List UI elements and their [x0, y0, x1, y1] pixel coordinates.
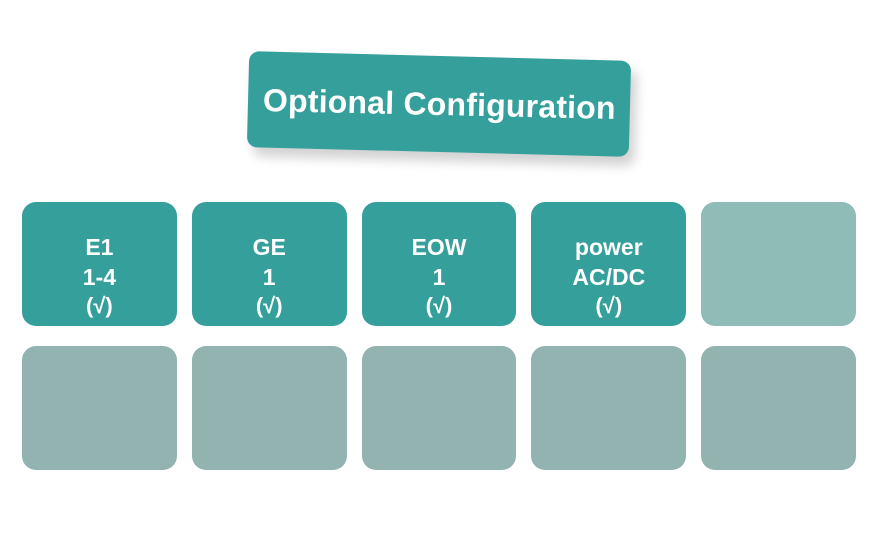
config-card-2-1-blank[interactable] — [22, 346, 177, 470]
card-line-3: (√) — [595, 293, 623, 318]
config-card-1-1-e1[interactable]: E1 1-4 (√) — [22, 202, 177, 326]
config-card-1-3-eow[interactable]: EOW 1 (√) — [361, 202, 517, 326]
card-line-2: AC/DC — [572, 264, 646, 290]
page-title: Optional Configuration — [262, 81, 616, 126]
card-row-2 — [22, 346, 856, 470]
card-line-2: 1 — [432, 264, 446, 290]
config-card-1-5-blank[interactable] — [701, 202, 856, 326]
card-line-1: EOW — [411, 234, 467, 260]
card-line-3: (√) — [86, 293, 113, 318]
title-banner: Optional Configuration — [246, 51, 632, 157]
card-line-2: 1 — [262, 264, 276, 290]
config-card-1-2-ge[interactable]: GE 1 (√) — [191, 202, 347, 326]
card-line-3: (√) — [255, 293, 283, 318]
config-card-2-3-blank[interactable] — [361, 346, 517, 470]
config-card-2-2-blank[interactable] — [191, 346, 347, 470]
card-line-1: GE — [252, 234, 286, 260]
card-line-1: E1 — [85, 234, 114, 260]
config-card-2-4-blank[interactable] — [531, 346, 687, 470]
card-line-2: 1-4 — [82, 264, 117, 290]
config-card-2-5-blank[interactable] — [701, 346, 856, 470]
card-line-3: (√) — [425, 293, 453, 318]
card-line-1: power — [574, 234, 643, 260]
title-banner-surface: Optional Configuration — [246, 51, 632, 157]
